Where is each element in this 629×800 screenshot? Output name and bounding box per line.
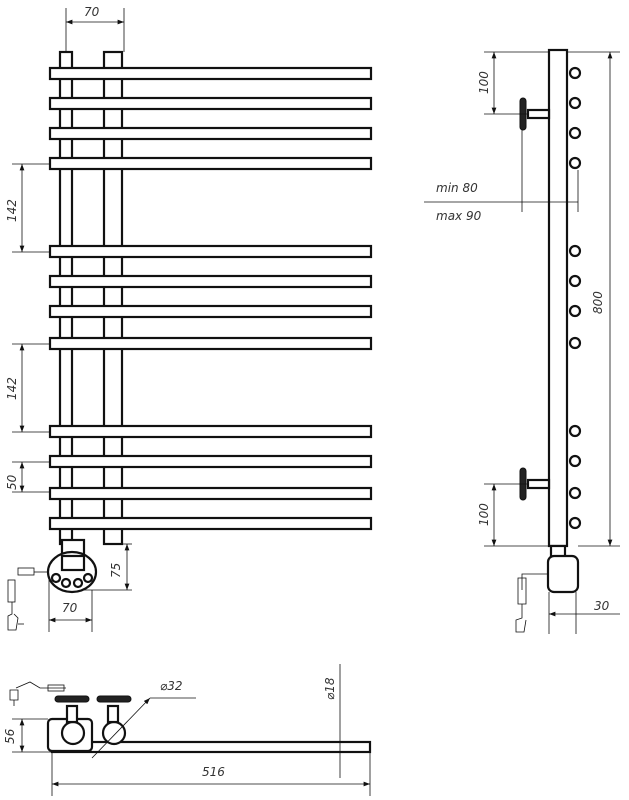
bar-section-circle — [568, 424, 582, 438]
bar-section-circle — [568, 244, 582, 258]
dim-heater-height: 75 — [109, 563, 123, 578]
bar-section-circle — [568, 96, 582, 110]
towel-bar — [48, 336, 373, 351]
dim-gap-2: 142 — [5, 377, 19, 400]
towel-bar — [48, 156, 373, 171]
towel-bar — [48, 244, 373, 259]
dim-top-bracket: 100 — [477, 71, 491, 94]
side-collector — [547, 48, 569, 548]
bar-section-circle — [568, 454, 582, 468]
side-view: 100 100 800 min 80 max 90 30 — [424, 48, 620, 634]
top-view: ⌀32 ⌀18 56 516 — [3, 664, 372, 796]
dim-diameter-bar: ⌀18 — [323, 677, 337, 700]
towel-bar — [48, 424, 373, 439]
bar-sections — [568, 66, 582, 530]
bar-section-circle — [568, 66, 582, 80]
bar-section-circle — [568, 516, 582, 530]
front-view: 70 142 142 50 75 — [5, 5, 373, 632]
dim-pitch: 50 — [5, 474, 19, 490]
dim-heater-width: 70 — [62, 601, 78, 615]
towel-bar — [48, 516, 373, 531]
dim-top-width: 70 — [84, 5, 100, 19]
dim-depth: 56 — [3, 728, 17, 744]
dim-total-height: 800 — [591, 291, 605, 314]
bar-section-circle — [568, 336, 582, 350]
towel-bar — [48, 274, 373, 289]
bar-section-circle — [568, 274, 582, 288]
side-heating-element — [515, 544, 580, 633]
bar-section-circle — [568, 486, 582, 500]
towel-bars — [48, 66, 373, 531]
towel-bar — [48, 454, 373, 469]
dim-wall-min: min 80 — [436, 181, 478, 195]
towel-bar — [48, 126, 373, 141]
towel-bar — [48, 304, 373, 319]
bar-section-circle — [568, 304, 582, 318]
dim-heater-depth: 30 — [594, 599, 610, 613]
dim-gap-1: 142 — [5, 199, 19, 222]
dim-total-width: 516 — [202, 765, 225, 779]
towel-bar — [48, 96, 373, 111]
dim-diameter-collector: ⌀32 — [160, 679, 183, 693]
dim-wall-max: max 90 — [436, 209, 482, 223]
bar-section-circle — [568, 156, 582, 170]
bar-section-circle — [568, 126, 582, 140]
left-collector — [58, 50, 74, 546]
towel-bar — [48, 66, 373, 81]
towel-bar — [48, 486, 373, 501]
heating-element — [7, 538, 98, 631]
dim-bottom-bracket: 100 — [477, 503, 491, 526]
right-collector — [102, 50, 124, 546]
